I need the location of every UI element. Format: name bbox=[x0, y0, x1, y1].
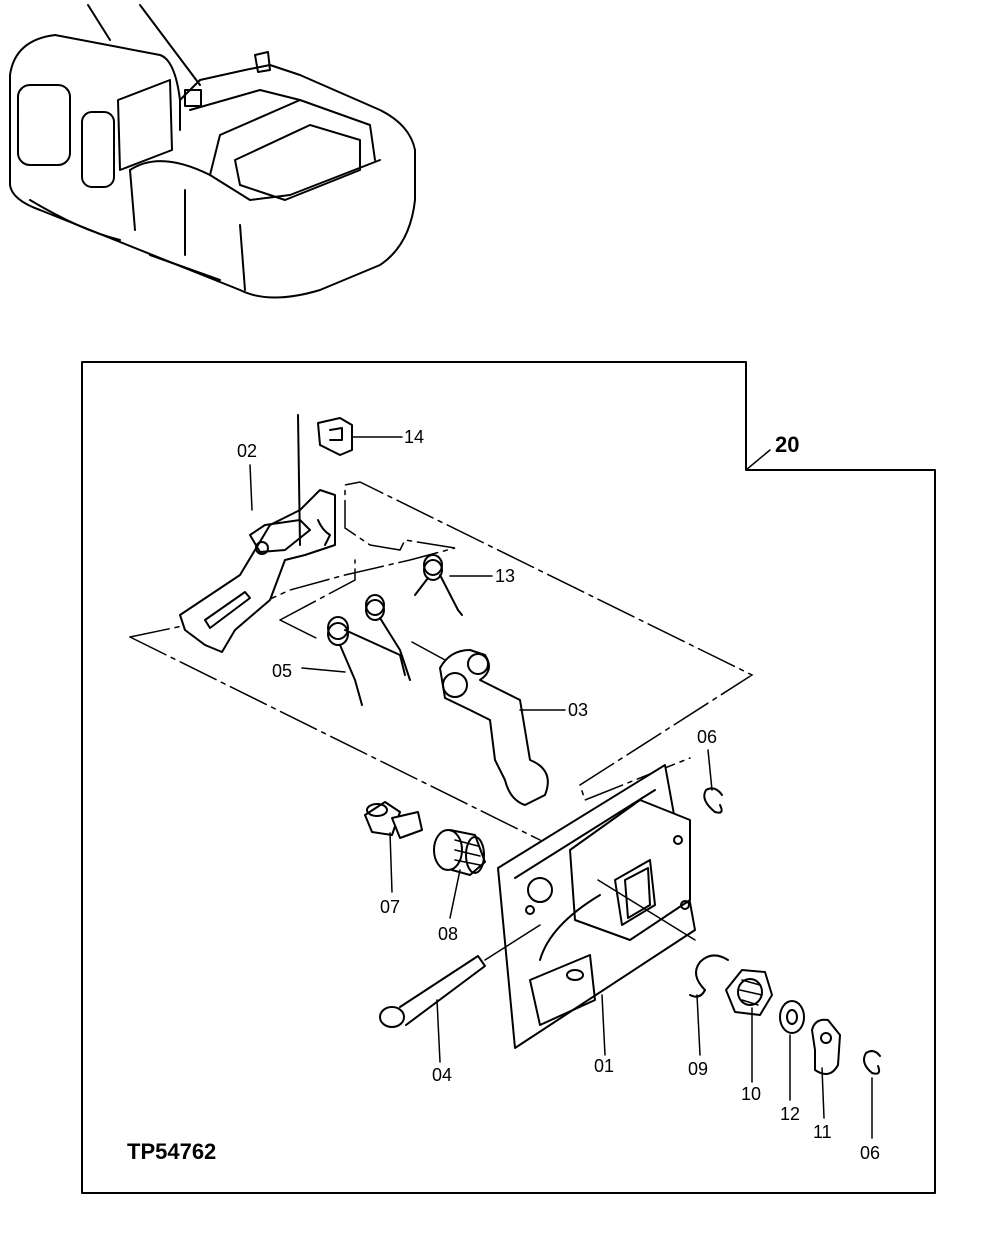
part-12-washer bbox=[779, 1000, 805, 1034]
part-04-pin bbox=[379, 924, 541, 1028]
part-03-hook bbox=[411, 641, 549, 806]
mounting-plane bbox=[129, 481, 754, 801]
label-07: 07 bbox=[380, 897, 400, 917]
part-01-plate bbox=[497, 764, 696, 1049]
label-10: 10 bbox=[741, 1084, 761, 1104]
drawing-id: TP54762 bbox=[127, 1139, 216, 1164]
part-10-nut bbox=[725, 969, 773, 1016]
leader-lines bbox=[249, 436, 873, 1139]
label-12: 12 bbox=[780, 1104, 800, 1124]
label-14: 14 bbox=[404, 427, 424, 447]
assembly-leader bbox=[745, 449, 771, 471]
label-01: 01 bbox=[594, 1056, 614, 1076]
part-08-fitting bbox=[433, 829, 486, 876]
machine-overview bbox=[9, 4, 416, 299]
label-13: 13 bbox=[495, 566, 515, 586]
part-07-bushing bbox=[364, 801, 423, 839]
part-09-ring bbox=[695, 954, 729, 991]
part-13-spring bbox=[365, 554, 463, 681]
part-11-clip bbox=[811, 1018, 841, 1075]
part-06-eclip-upper bbox=[703, 787, 723, 813]
label-04: 04 bbox=[432, 1065, 452, 1085]
label-03: 03 bbox=[568, 700, 588, 720]
part-06-eclip-lower bbox=[863, 1050, 881, 1074]
part-02-lever bbox=[179, 414, 336, 653]
label-08: 08 bbox=[438, 924, 458, 944]
label-06-upper: 06 bbox=[697, 727, 717, 747]
label-02: 02 bbox=[237, 441, 257, 461]
label-09: 09 bbox=[688, 1059, 708, 1079]
label-05: 05 bbox=[272, 661, 292, 681]
part-05-spring bbox=[327, 616, 406, 706]
detail-frame bbox=[81, 361, 936, 1194]
label-11: 11 bbox=[813, 1122, 832, 1142]
assembly-ref-label: 20 bbox=[775, 432, 799, 457]
part-14-clip bbox=[317, 417, 353, 456]
label-06-lower: 06 bbox=[860, 1143, 880, 1163]
